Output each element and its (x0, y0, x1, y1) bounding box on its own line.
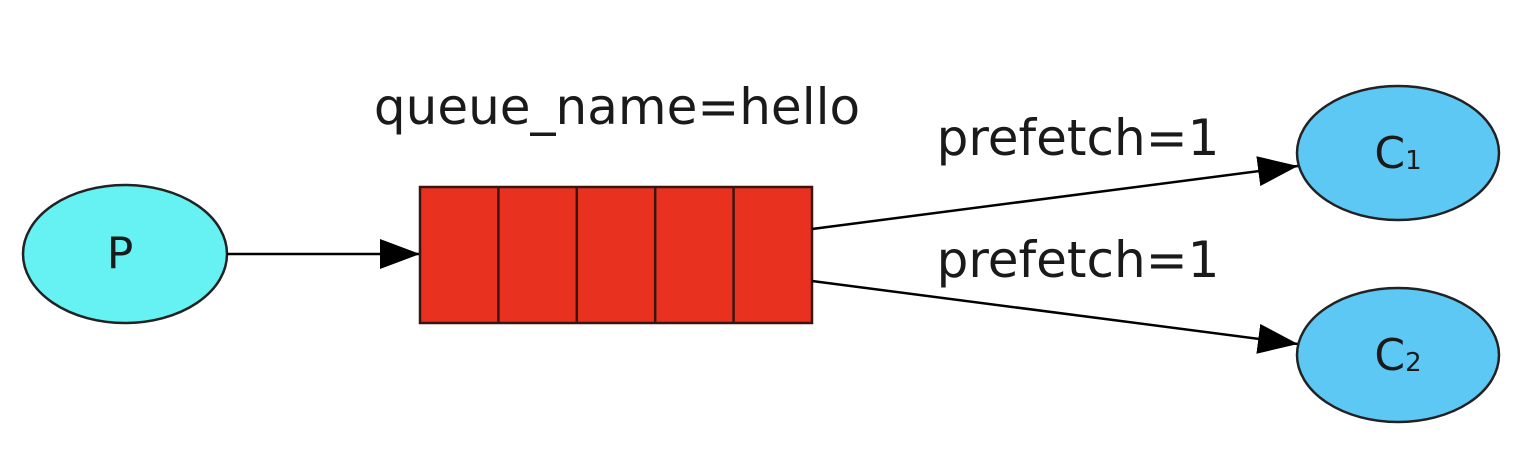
edge-label-consumer-2: prefetch=1 (937, 231, 1220, 289)
consumer-1-base: C (1374, 128, 1405, 179)
consumer-2-ellipse (1295, 286, 1501, 424)
producer-node: P (21, 183, 229, 325)
consumer-2-label: C2 (1374, 330, 1421, 381)
consumer-2-subscript: 2 (1405, 348, 1422, 378)
consumer-2-node: C2 (1295, 286, 1501, 424)
consumer-2-base: C (1374, 330, 1405, 381)
consumer-1-ellipse (1295, 84, 1501, 222)
queue-name-label: queue_name=hello (374, 78, 860, 136)
queue-to-consumer-1-edge (811, 156, 1299, 231)
queue-box (418, 185, 814, 325)
queue-to-consumer-2-edge (811, 279, 1299, 354)
producer-label: P (107, 229, 134, 280)
consumer-1-label: C1 (1374, 128, 1421, 179)
queue-outline (418, 185, 814, 325)
consumer-1-node: C1 (1295, 84, 1501, 222)
edge-label-consumer-1: prefetch=1 (937, 109, 1220, 167)
consumer-1-subscript: 1 (1405, 146, 1422, 176)
